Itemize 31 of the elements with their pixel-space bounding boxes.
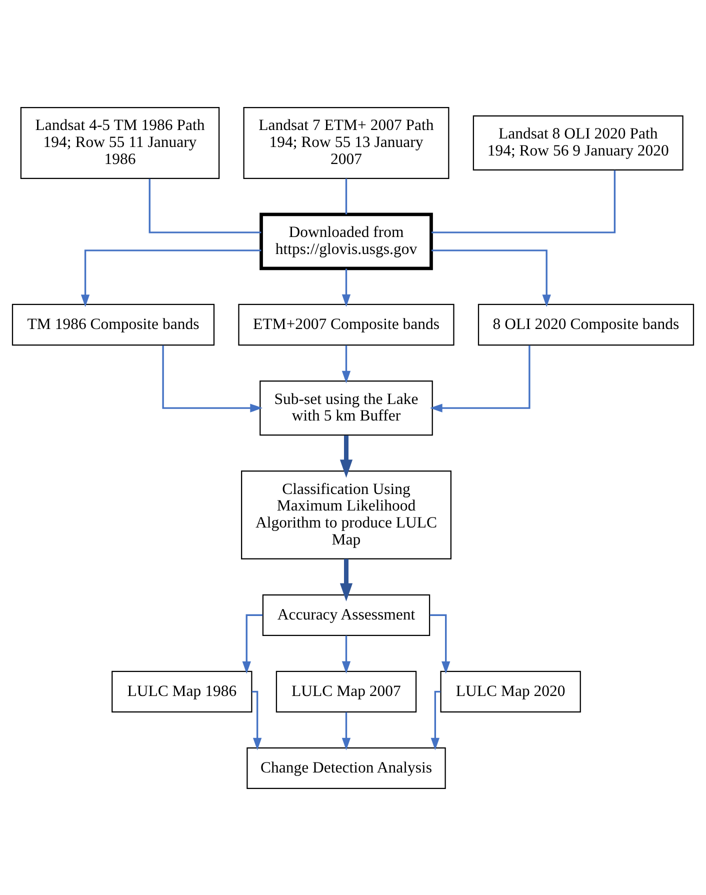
node-box: Classification Using Maximum Likelihood Algorithm to produce LULC Map — [241, 470, 452, 559]
node-box: Sub-set using the Lake with 5 km Buffer — [260, 380, 433, 436]
arrow — [342, 712, 351, 750]
connector — [148, 178, 262, 233]
arrow — [342, 268, 351, 306]
node-box: ETM+2007 Composite bands — [238, 303, 454, 346]
arrow — [342, 344, 351, 383]
node-box: LULC Map 2020 — [440, 670, 581, 712]
arrow — [430, 344, 530, 412]
arrow — [430, 690, 441, 750]
arrow — [432, 249, 551, 306]
node-box: Landsat 4-5 TM 1986 Path 194; Row 55 11 January 1986 — [20, 106, 220, 178]
arrow — [340, 558, 353, 601]
arrow — [340, 435, 353, 478]
arrow — [430, 614, 450, 674]
node-box: Downloaded from https://glovis.usgs.gov — [260, 212, 433, 270]
node-box: LULC Map 2007 — [276, 670, 417, 712]
node-box: Change Detection Analysis — [246, 746, 446, 789]
connector — [345, 178, 348, 214]
node-box: LULC Map 1986 — [112, 670, 252, 712]
node-box: Landsat 8 OLI 2020 Path 194; Row 56 9 January 2020 — [472, 114, 684, 170]
arrow — [80, 249, 262, 306]
node-box: 8 OLI 2020 Composite bands — [478, 303, 694, 346]
node-box: Accuracy Assessment — [262, 594, 430, 636]
node-box: Landsat 7 ETM+ 2007 Path 194; Row 55 13 January 2007 — [243, 106, 450, 178]
arrow — [242, 614, 263, 674]
connector — [432, 170, 616, 233]
arrow — [342, 635, 351, 674]
node-box: TM 1986 Composite bands — [12, 303, 215, 346]
arrow — [252, 690, 262, 750]
arrow — [162, 344, 263, 412]
